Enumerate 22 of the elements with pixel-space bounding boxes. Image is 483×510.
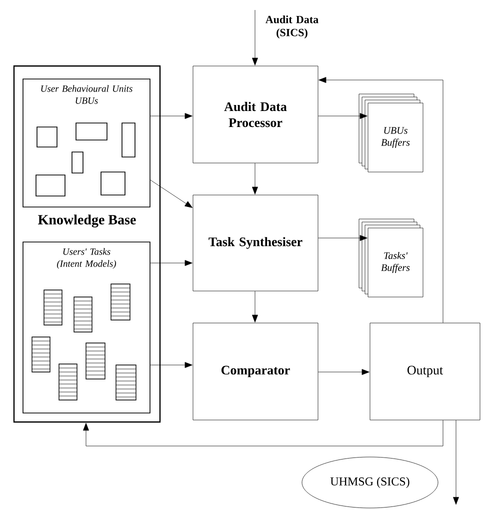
arrow: [252, 291, 258, 322]
edge-label: Audit Data (SICS): [261, 14, 323, 40]
arrow: [318, 369, 370, 375]
arrow: [150, 260, 192, 266]
arrow: [83, 420, 444, 446]
process-box: Task Synthesiser: [192, 194, 318, 292]
models-panel: Users' Tasks (Intent Models): [22, 242, 150, 414]
arrow: [318, 113, 368, 119]
process-box: Comparator: [192, 322, 318, 420]
ellipse-node: UHMSG (SICS): [302, 456, 438, 508]
buffer-stack: Tasks' Buffers: [358, 218, 424, 298]
units-panel: User Behavioural Units UBUs: [22, 78, 150, 208]
process-box: Output: [370, 322, 480, 420]
buffer-stack: UBUs Buffers: [358, 94, 424, 172]
arrow: [252, 163, 258, 194]
arrow: [150, 362, 192, 368]
arrow: [318, 235, 368, 241]
arrow: [318, 77, 444, 323]
process-box: Audit Data Processor: [192, 66, 318, 164]
arrow: [252, 10, 258, 66]
arrow: [150, 113, 192, 119]
arrow: [453, 420, 459, 505]
